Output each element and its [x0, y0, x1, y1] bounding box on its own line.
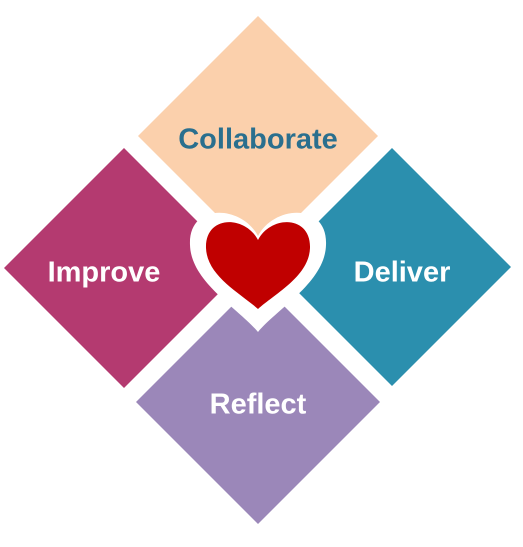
- quadrant-reflect: Reflect: [136, 280, 380, 524]
- quadrant-collaborate-label: Collaborate: [178, 124, 338, 156]
- quadrant-deliver-label: Deliver: [354, 257, 451, 289]
- quadrant-deliver: Deliver: [273, 148, 511, 386]
- heart-icon: [189, 212, 327, 332]
- heart-shape: [205, 222, 311, 309]
- quadrant-reflect-label: Reflect: [210, 389, 307, 421]
- quadrant-deliver-shape: [273, 148, 511, 386]
- quadrant-reflect-shape: [136, 280, 380, 524]
- quadrant-improve-shape: [4, 148, 244, 388]
- quadrant-improve-label: Improve: [48, 257, 161, 289]
- quadrant-collaborate-shape: [138, 16, 378, 256]
- quadrant-collaborate: Collaborate: [138, 16, 378, 256]
- quadrant-improve: Improve: [4, 148, 244, 388]
